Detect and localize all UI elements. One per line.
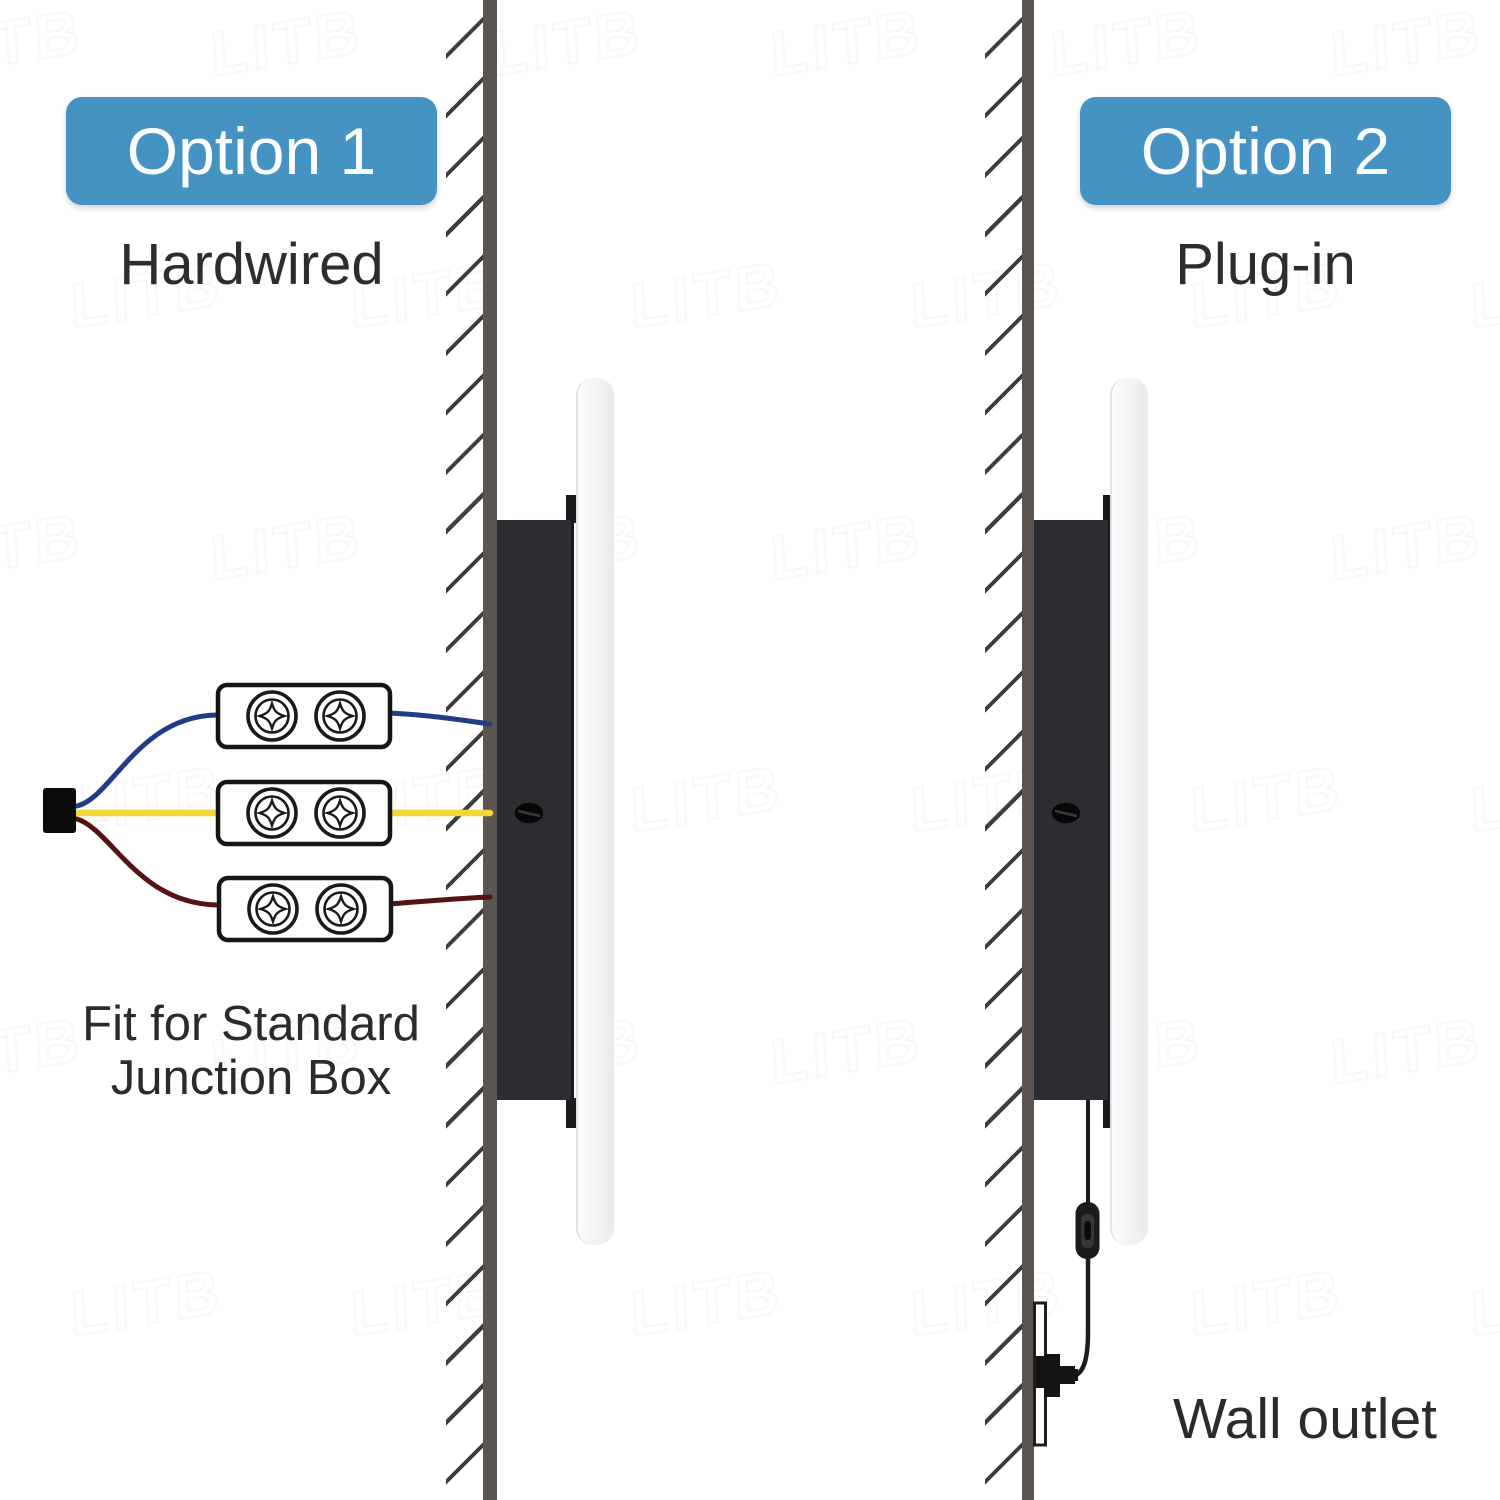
litb-watermark: LITB	[0, 0, 86, 91]
light-diffuser-panel-right	[1110, 378, 1148, 1245]
caption-line-2: Junction Box	[110, 1050, 392, 1105]
litb-watermark: LITB	[0, 500, 86, 595]
wall-outlet-label: Wall outlet	[1173, 1387, 1437, 1451]
wall-section-right	[1022, 0, 1034, 1500]
option-1-badge: Option 1	[66, 97, 437, 205]
option-2-label: Option 2	[1140, 114, 1391, 188]
litb-watermark: LITB	[1468, 1256, 1500, 1351]
fixture-mount-bracket-right	[1034, 520, 1111, 1100]
hardwired-label: Hardwired	[119, 232, 384, 297]
litb-watermark: LITB	[1328, 0, 1485, 91]
fixture-backplate-edge	[566, 495, 578, 523]
wall-section-left	[483, 0, 497, 1500]
litb-watermark: LITB	[628, 752, 785, 847]
light-diffuser-panel-left	[576, 378, 614, 1245]
litb-watermark: LITB	[1188, 1256, 1345, 1351]
litb-watermark: LITB	[628, 248, 785, 343]
litb-watermark: LITB	[1328, 500, 1485, 595]
litb-watermark: LITB	[68, 1256, 225, 1351]
plug-in-label: Plug-in	[1175, 232, 1356, 297]
litb-watermark: LITB	[1468, 752, 1500, 847]
litb-watermark: LITB	[768, 1004, 925, 1099]
litb-watermark: LITB	[488, 0, 645, 91]
litb-watermark: LITB	[628, 1256, 785, 1351]
wall-hatching-right	[985, 0, 1022, 1500]
fixture-backplate-edge	[566, 1098, 578, 1128]
litb-watermark: LITB	[1188, 752, 1345, 847]
litb-watermark: LITB	[1468, 248, 1500, 343]
litb-watermark: LITB	[768, 500, 925, 595]
litb-watermark: LITB	[1328, 1004, 1485, 1099]
litb-watermark: LITB	[1048, 0, 1205, 91]
wall-hatching-left	[446, 0, 483, 1500]
junction-box-caption: Fit for Standard Junction Box	[36, 997, 466, 1106]
litb-watermark: LITB	[768, 0, 925, 91]
fixture-mount-bracket-left	[497, 520, 574, 1100]
litb-watermark: LITB	[208, 500, 365, 595]
option-1-label: Option 1	[126, 114, 377, 188]
litb-watermark: LITB	[208, 0, 365, 91]
option-2-badge: Option 2	[1080, 97, 1451, 205]
caption-line-1: Fit for Standard	[82, 997, 420, 1051]
litb-watermark: LITB	[68, 752, 225, 847]
